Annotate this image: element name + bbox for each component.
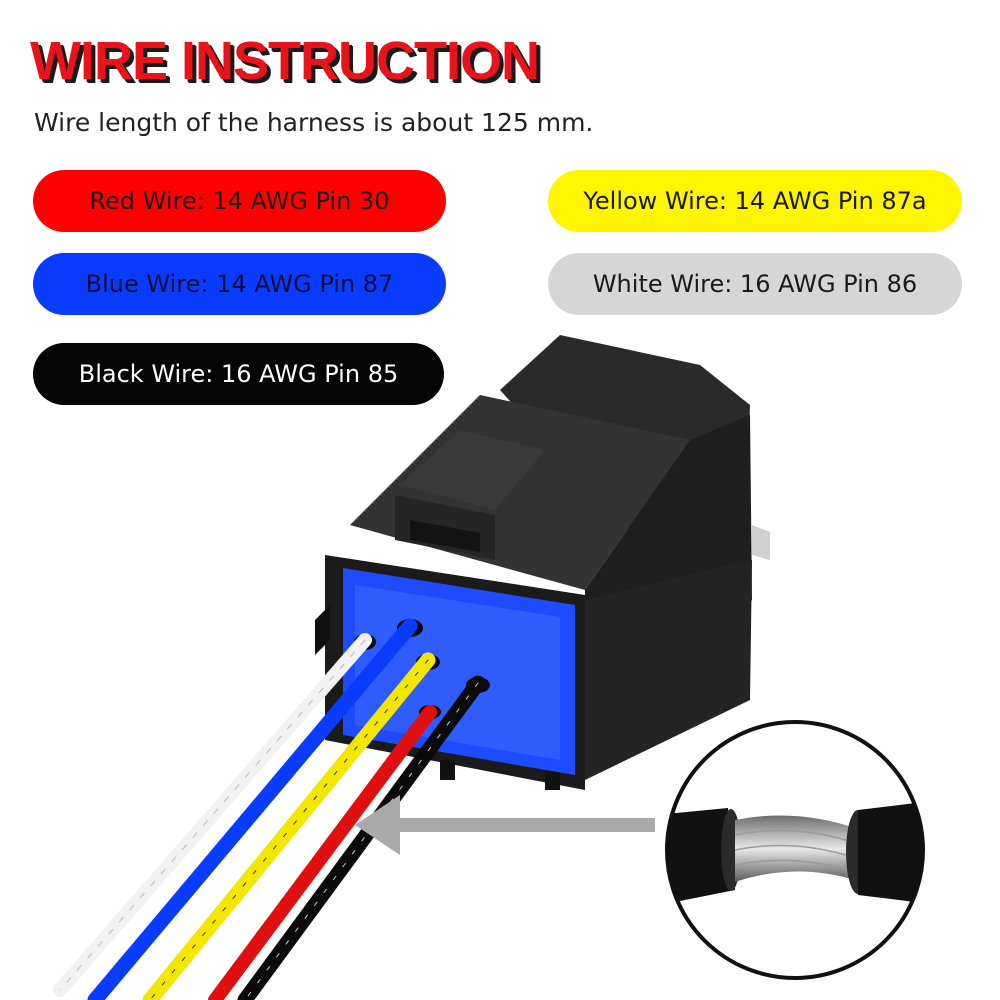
black-wire-text: Black Wire: 16 AWG Pin 85 [78,360,399,388]
blue-wire-label: Blue Wire: 14 AWG Pin 87 [33,253,446,315]
red-wire-label: Red Wire: 14 AWG Pin 30 [33,170,446,232]
wire-cross-section-icon [665,720,925,980]
wire-length-note: Wire length of the harness is about 125 … [34,108,594,137]
connector-face [343,568,575,775]
red-wire [208,705,437,1000]
yellow-wire-label: Yellow Wire: 14 AWG Pin 87a [548,170,962,232]
yellow-wire [142,652,436,1000]
page-title: WIRE INSTRUCTION [30,31,540,91]
latch-icon [395,430,545,560]
white-wire-label: White Wire: 16 AWG Pin 86 [548,253,962,315]
white-wire-print [59,639,366,991]
blue-wire [87,618,418,1000]
wires [53,618,486,1000]
white-wire-text: White Wire: 16 AWG Pin 86 [592,270,918,298]
black-wire-print [244,682,479,1000]
yellow-wire-text: Yellow Wire: 14 AWG Pin 87a [583,187,927,215]
pointer-arrow-icon [355,795,655,855]
blue-wire-text: Blue Wire: 14 AWG Pin 87 [85,270,394,298]
black-wire-label: Black Wire: 16 AWG Pin 85 [33,343,444,405]
red-wire-text: Red Wire: 14 AWG Pin 30 [89,187,390,215]
